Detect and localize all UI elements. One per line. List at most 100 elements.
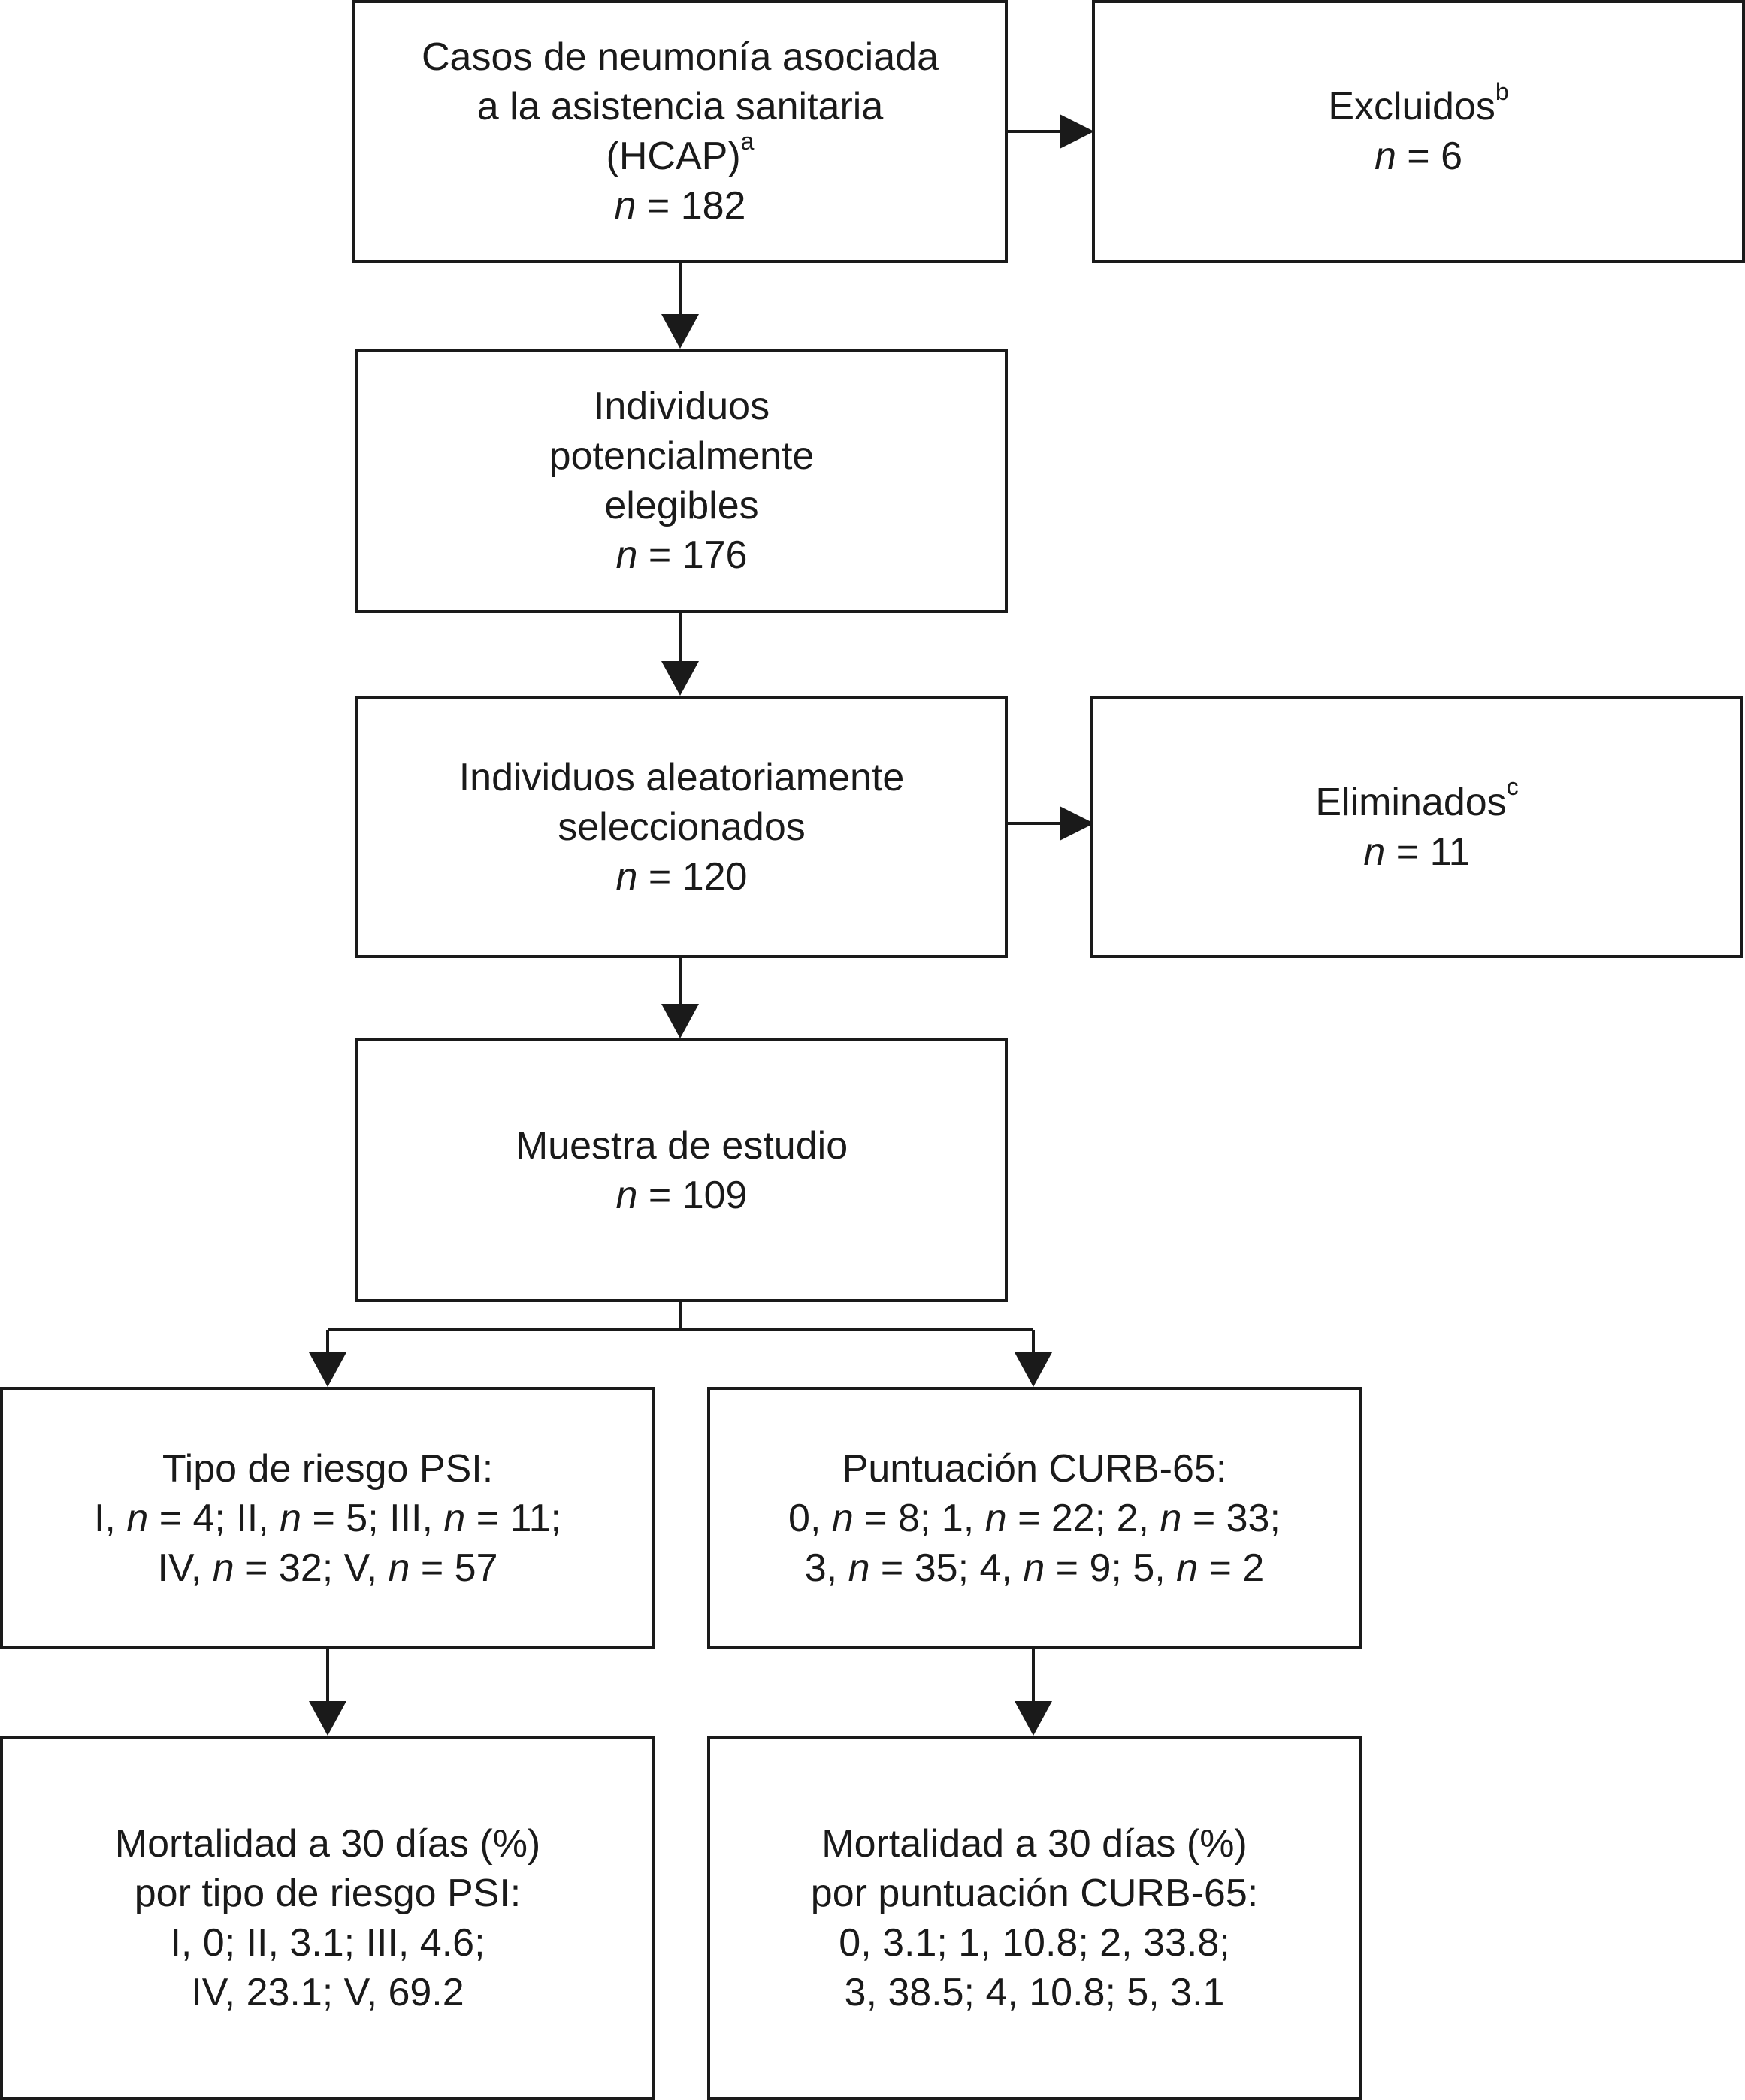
psi-mortality-box: Mortalidad a 30 días (%) por tipo de rie… [0,1736,655,2100]
n-symbol: n [212,1546,234,1590]
n-symbol: n [1176,1546,1199,1590]
n-symbol: n [614,184,637,228]
curb-mortality-line-3: 0, 3.1; 1, 10.8; 2, 33.8; [839,1920,1230,1965]
curb65-mortality-box: Mortalidad a 30 días (%) por puntuación … [707,1736,1362,2100]
curb-mortality-line-1: Mortalidad a 30 días (%) [821,1821,1248,1866]
n-symbol: n [984,1496,1007,1540]
arrowhead-excluded [1060,114,1094,149]
hcap-line-3: (HCAP)a [606,127,755,181]
psi-class-value: = 11; [465,1496,561,1540]
footnote-a: a [740,127,755,155]
removed-box: Eliminadosc n = 11 [1090,696,1743,958]
arrowhead-eligible [661,314,699,349]
hcap-count: n = 182 [615,181,746,231]
hcap-n-value: = 182 [636,184,746,228]
n-symbol: n [615,533,638,577]
excluded-label: Excluidosb [1328,80,1508,131]
curb-score-value: = 33; [1181,1496,1281,1540]
n-symbol: n [848,1546,870,1590]
n-symbol: n [1374,134,1396,178]
removed-n-value: = 11 [1385,829,1471,874]
psi-class-label: III, [389,1496,444,1540]
random-line-1: Individuos aleatoriamente [458,755,905,799]
n-symbol: n [1023,1546,1045,1590]
sample-title: Muestra de estudio [515,1123,848,1168]
excluded-count: n = 6 [1375,131,1462,181]
sample-count: n = 109 [616,1171,748,1220]
psi-class-value: = 57 [410,1546,498,1590]
removed-count: n = 11 [1363,827,1470,877]
curb-mortality-line-4: 3, 38.5; 4, 10.8; 5, 3.1 [844,1970,1225,2014]
hcap-line-1: Casos de neumonía asociada [421,35,939,79]
excluded-title: Excluidos [1328,85,1495,128]
study-sample-box: Muestra de estudio n = 109 [355,1038,1008,1302]
eligible-line-1: Individuos [593,385,770,428]
curb-score-label: 0, [788,1496,832,1540]
psi-class-value: = 5; [301,1496,390,1540]
n-symbol: n [126,1496,149,1540]
curb-line-2: 3, n = 35; 4, n = 9; 5, n = 2 [805,1543,1265,1593]
n-symbol: n [1160,1496,1182,1540]
curb-score-label: 3, [804,1546,848,1590]
sample-n-value: = 109 [637,1173,748,1217]
removed-label: Eliminadosc [1315,775,1518,827]
psi-risk-box: Tipo de riesgo PSI: I, n = 4; II, n = 5;… [0,1387,655,1649]
psi-mortality-line-2: por tipo de riesgo PSI: [134,1871,522,1915]
n-symbol: n [443,1496,466,1540]
psi-mortality-line-3: I, 0; II, 3.1; III, 4.6; [170,1920,485,1965]
psi-mortality-line-4: IV, 23.1; V, 69.2 [191,1970,464,2014]
arrowhead-sample [661,1004,699,1038]
curb-score-value: = 2 [1198,1546,1265,1590]
psi-class-label: IV, [157,1546,213,1590]
curb-line-1: 0, n = 8; 1, n = 22; 2, n = 33; [788,1494,1281,1543]
n-symbol: n [280,1496,302,1540]
footnote-b: b [1495,77,1509,105]
curb-score-value: = 22; [1006,1496,1117,1540]
psi-class-label: II, [236,1496,280,1540]
arrowhead-random [661,661,699,696]
curb65-score-box: Puntuación CURB-65: 0, n = 8; 1, n = 22;… [707,1387,1362,1649]
arrowhead-psi [309,1352,346,1387]
psi-title: Tipo de riesgo PSI: [162,1446,494,1491]
curb-score-label: 5, [1133,1546,1177,1590]
hcap-abbrev: (HCAP) [606,134,741,178]
arrowhead-psi-mortality [309,1701,346,1736]
n-symbol: n [388,1546,410,1590]
random-line-2: seleccionados [558,805,806,849]
eligible-line-3: elegibles [604,484,759,527]
curb-score-label: 4, [979,1546,1024,1590]
eligible-count: n = 176 [616,530,748,580]
eligible-box: Individuos potencialmente elegibles n = … [355,349,1008,613]
arrowhead-curb-mortality [1015,1701,1052,1736]
psi-class-label: V, [343,1546,389,1590]
eligible-n-value: = 176 [637,533,748,577]
n-symbol: n [615,1173,638,1217]
curb-score-label: 1, [941,1496,985,1540]
psi-mortality-line-1: Mortalidad a 30 días (%) [114,1821,541,1866]
random-n-value: = 120 [637,854,748,899]
psi-class-value: = 32; [234,1546,344,1590]
footnote-c: c [1506,773,1519,801]
excluded-box: Excluidosb n = 6 [1092,0,1745,263]
curb-title: Puntuación CURB-65: [842,1446,1227,1491]
psi-line-2: IV, n = 32; V, n = 57 [157,1543,497,1593]
hcap-line-2: a la asistencia sanitaria [476,85,884,128]
excluded-n-value: = 6 [1396,134,1463,178]
curb-score-value: = 8; [853,1496,942,1540]
random-count: n = 120 [616,852,748,902]
n-symbol: n [615,854,638,899]
arrowhead-curb [1015,1352,1052,1387]
psi-class-label: I, [93,1496,127,1540]
psi-line-1: I, n = 4; II, n = 5; III, n = 11; [94,1494,561,1543]
curb-mortality-line-2: por puntuación CURB-65: [810,1871,1259,1915]
curb-score-value: = 35; [869,1546,980,1590]
random-selection-box: Individuos aleatoriamente seleccionados … [355,696,1008,958]
curb-score-value: = 9; [1045,1546,1133,1590]
psi-class-value: = 4; [148,1496,237,1540]
n-symbol: n [1363,829,1386,874]
eligible-line-2: potencialmente [549,434,815,478]
n-symbol: n [831,1496,854,1540]
hcap-cases-box: Casos de neumonía asociada a la asistenc… [352,0,1008,263]
removed-title: Eliminados [1315,780,1507,824]
